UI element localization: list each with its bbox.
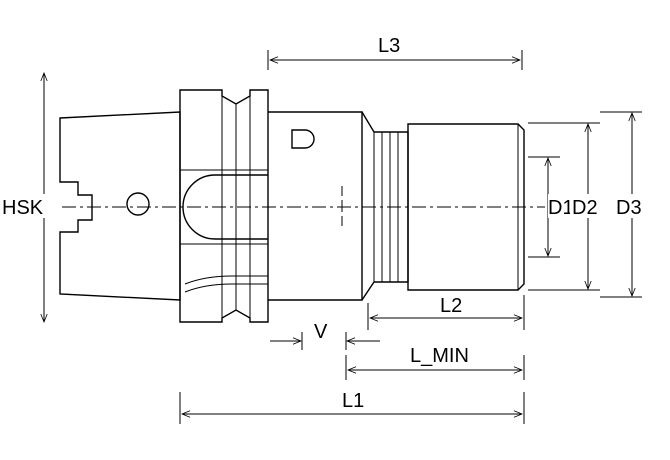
label-d1: D1: [548, 197, 574, 219]
shank-hole: [126, 192, 150, 216]
flange: [179, 89, 269, 323]
key-slot: [182, 174, 268, 240]
label-l3: L3: [378, 35, 400, 57]
label-l2: L2: [440, 295, 462, 317]
dim-l2: [367, 295, 525, 330]
body: [268, 111, 363, 301]
label-l-min: L_MIN: [410, 345, 469, 367]
label-hsk: HSK: [2, 197, 44, 219]
label-d2: D2: [572, 197, 598, 219]
dim-l-min: [345, 355, 525, 380]
nose: [407, 123, 525, 291]
body-window: [291, 129, 315, 149]
label-l1: L1: [342, 390, 364, 412]
neck: [361, 111, 409, 301]
dim-v: [270, 332, 380, 350]
label-v: V: [314, 321, 328, 343]
label-d3: D3: [616, 197, 642, 219]
dim-l1: [179, 392, 525, 424]
dim-l3: [267, 50, 523, 70]
hsk-shank: [59, 111, 181, 301]
